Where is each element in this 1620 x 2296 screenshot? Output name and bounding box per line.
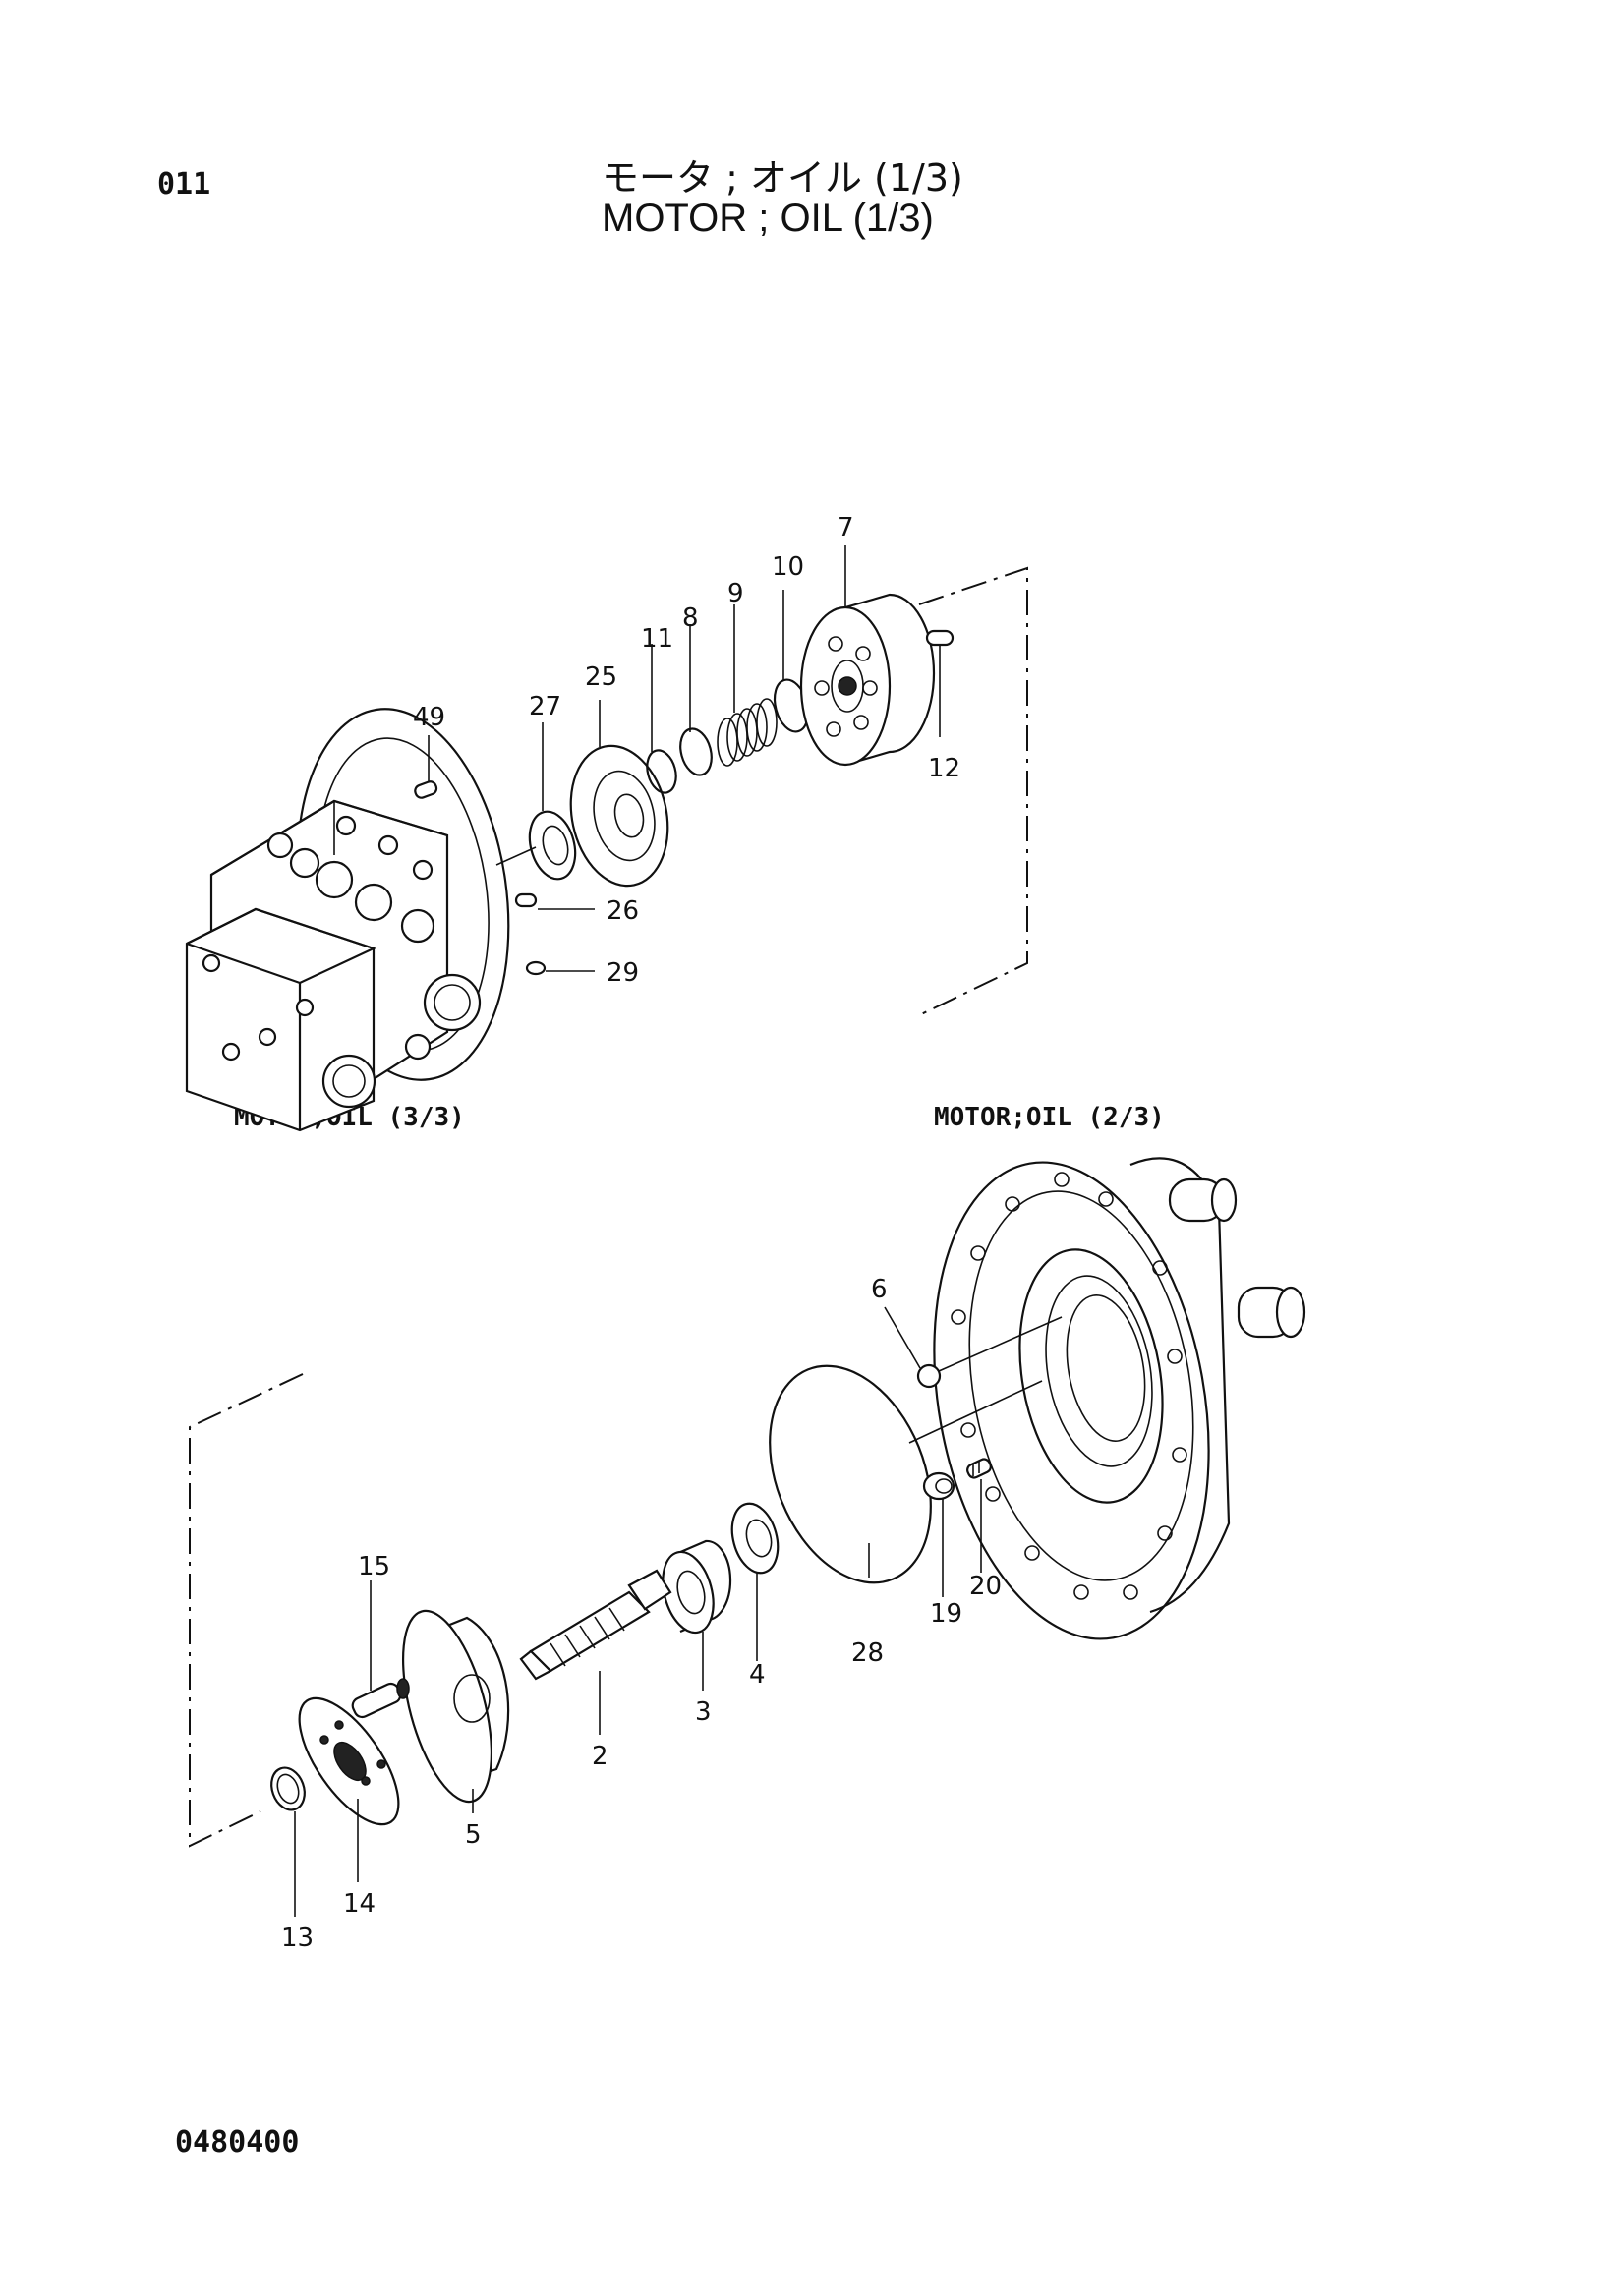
callout-6: 6 xyxy=(871,1275,888,1304)
reference-motor-oil-2-3: MOTOR;OIL (2/3) xyxy=(934,1103,1165,1132)
callout-8: 8 xyxy=(682,603,699,633)
callout-25: 25 xyxy=(585,662,617,692)
page-number: 011 xyxy=(157,167,211,201)
callout-19: 19 xyxy=(930,1599,962,1629)
callout-4: 4 xyxy=(749,1660,766,1690)
part-2-shaft xyxy=(519,1569,672,1681)
callout-5: 5 xyxy=(465,1820,482,1850)
callout-9: 9 xyxy=(727,579,744,608)
lower-boundary-line xyxy=(189,1373,304,1848)
title-japanese: モータ ; オイル (1/3) xyxy=(602,156,963,200)
part-6-ball xyxy=(916,1363,942,1389)
part-9-spring xyxy=(717,698,778,767)
callout-3: 3 xyxy=(695,1697,712,1727)
title-english: MOTOR ; OIL (1/3) xyxy=(602,197,934,240)
motor-housing-lower xyxy=(933,1157,1306,1640)
part-29-o-ring xyxy=(525,960,547,976)
leader-lines xyxy=(294,545,982,1917)
callout-2: 2 xyxy=(592,1742,608,1771)
part-8-ring xyxy=(679,727,713,776)
callout-14: 14 xyxy=(343,1889,376,1919)
part-28-o-ring xyxy=(769,1364,932,1584)
callout-10: 10 xyxy=(772,552,804,582)
part-27-bearing xyxy=(528,810,577,881)
part-5-disc xyxy=(401,1609,510,1804)
callout-13: 13 xyxy=(281,1923,314,1953)
callout-49: 49 xyxy=(413,703,445,732)
part-12-pin xyxy=(925,629,955,647)
part-14-plate xyxy=(298,1696,400,1826)
part-20-set-screw xyxy=(966,1458,992,1479)
callout-15: 15 xyxy=(358,1552,390,1581)
part-49-pin xyxy=(414,780,438,799)
upper-boundary-line xyxy=(918,566,1028,1016)
callout-26: 26 xyxy=(607,896,639,926)
drawing-number: 0480400 xyxy=(175,2125,300,2159)
callout-numbers: 49 27 25 11 8 9 10 7 12 26 29 6 28 19 20… xyxy=(281,513,1002,1953)
callout-7: 7 xyxy=(838,513,854,543)
part-13-snap-ring xyxy=(270,1766,306,1811)
callout-28: 28 xyxy=(851,1638,884,1668)
callout-20: 20 xyxy=(969,1572,1002,1601)
part-15-pin xyxy=(351,1678,410,1719)
part-3-bearing xyxy=(662,1539,732,1635)
part-26-pin xyxy=(514,892,538,908)
callout-27: 27 xyxy=(529,692,561,721)
callout-12: 12 xyxy=(928,754,960,783)
part-19-plug xyxy=(922,1471,955,1501)
motor-housing-upper xyxy=(185,708,510,1132)
callout-11: 11 xyxy=(641,624,673,654)
callout-29: 29 xyxy=(607,958,639,988)
part-7-cylinder-block xyxy=(799,593,936,767)
part-11-snap-ring xyxy=(646,749,677,794)
part-4-bearing xyxy=(730,1502,780,1575)
part-25-plate xyxy=(569,744,669,888)
